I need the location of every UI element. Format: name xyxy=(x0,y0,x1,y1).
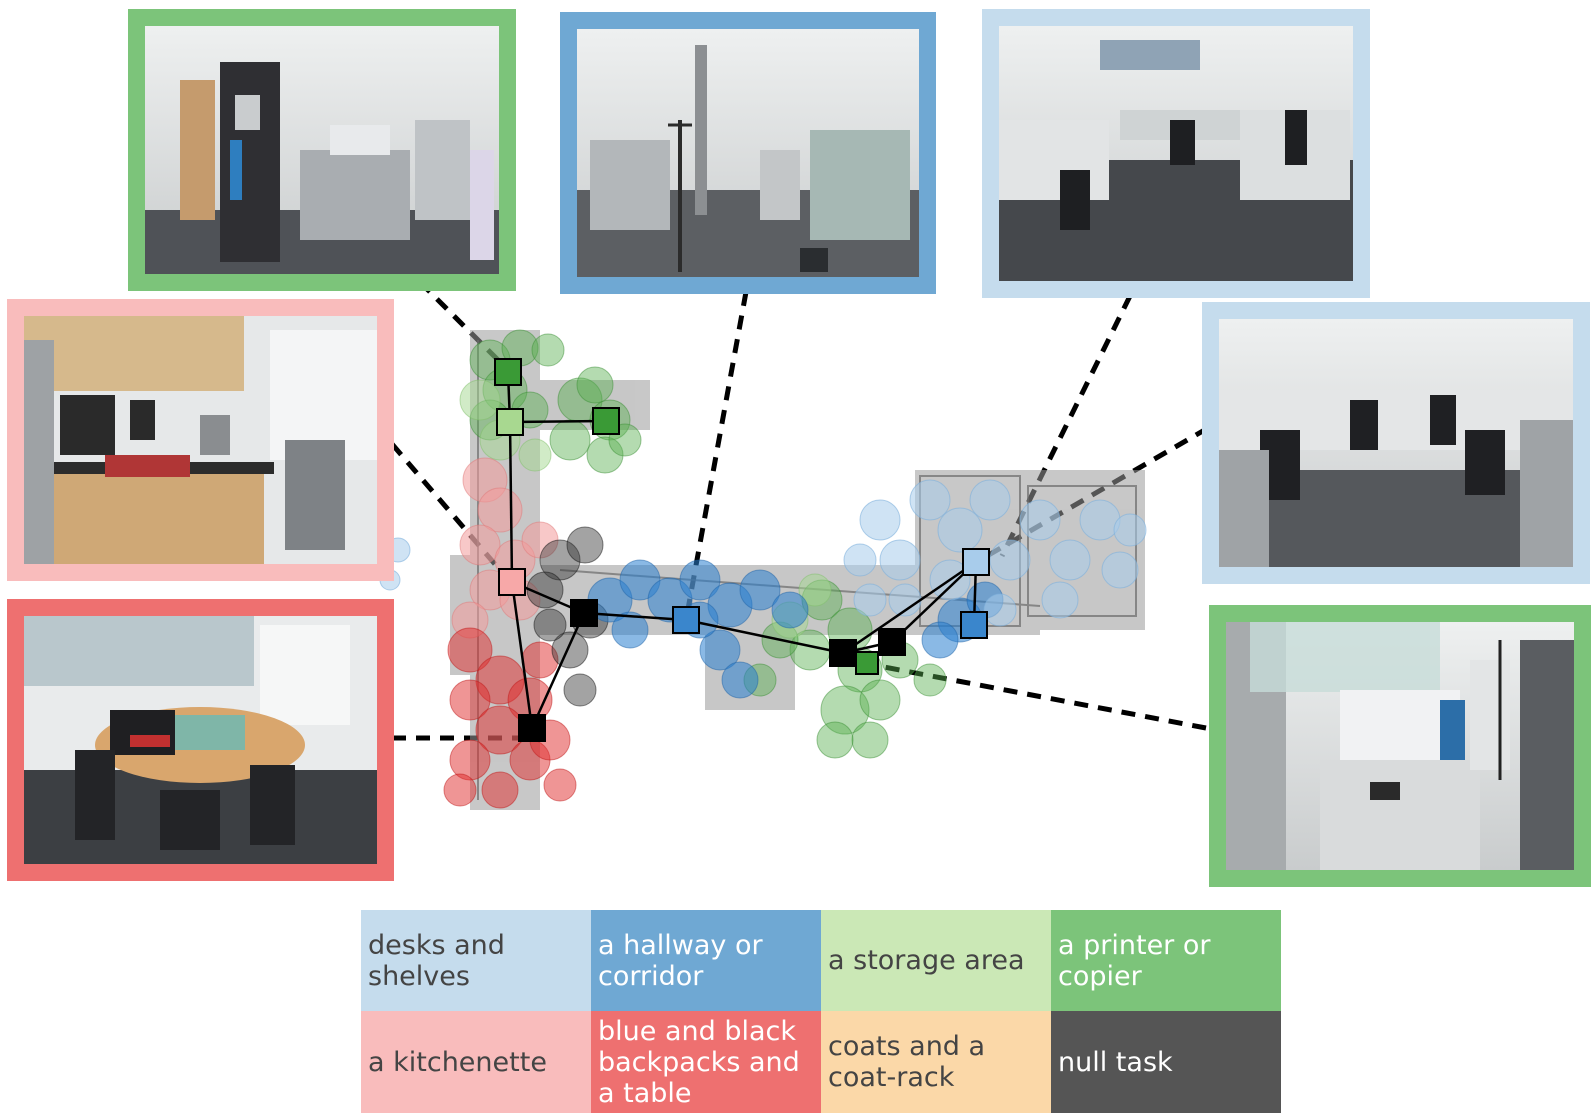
photo-copier xyxy=(1209,605,1591,887)
blobs-desks xyxy=(379,479,1147,627)
node-printer-2 xyxy=(592,407,620,435)
connector-copier xyxy=(867,661,1207,731)
legend-label: desks and shelves xyxy=(368,929,505,992)
point-cloud-map xyxy=(379,329,1147,810)
legend-label: blue and black backpacks and a table xyxy=(598,1015,800,1109)
blobs-null xyxy=(526,526,609,707)
node-printer-3 xyxy=(855,651,879,675)
node-hallway xyxy=(672,606,700,634)
legend-label: coats and a coat-rack xyxy=(828,1031,986,1093)
cubicle-desks-photo xyxy=(999,26,1353,281)
graph-nodes xyxy=(494,358,990,742)
legend-label: a hallway or corridor xyxy=(598,929,763,992)
photo-kitchenette xyxy=(7,299,394,581)
legend-coats-and-coat-rack: coats and a coat-rack xyxy=(821,1011,1051,1113)
legend-storage-area: a storage area xyxy=(821,910,1051,1011)
node-null-2 xyxy=(518,714,546,742)
legend-backpacks-and-table: blue and black backpacks and a table xyxy=(591,1011,821,1113)
legend-kitchenette: a kitchenette xyxy=(361,1011,591,1113)
legend-hallway-or-corridor: a hallway or corridor xyxy=(591,910,821,1011)
legend-desks-and-shelves: desks and shelves xyxy=(361,910,591,1011)
hallway-coat-rack-photo xyxy=(577,29,919,277)
node-null-3 xyxy=(829,639,857,667)
node-storage xyxy=(496,408,524,436)
legend-label: a kitchenette xyxy=(368,1046,547,1078)
table-backpacks-photo xyxy=(24,616,377,864)
node-hallway-2 xyxy=(960,611,988,639)
copier-photo xyxy=(1226,622,1574,870)
cubicle-desks-photo xyxy=(1219,319,1573,567)
robot-near-printer-photo xyxy=(145,26,499,274)
node-printer xyxy=(494,358,522,386)
photo-printer-robot xyxy=(128,9,516,291)
legend-null-task: null task xyxy=(1051,1011,1281,1113)
node-null xyxy=(570,599,598,627)
node-null-4 xyxy=(878,628,906,656)
photo-desks-right xyxy=(1202,302,1590,584)
photo-meeting-table xyxy=(7,599,394,881)
legend-table: desks and shelves a hallway or corridor … xyxy=(361,910,1281,1113)
node-desks xyxy=(962,548,990,576)
legend-printer-or-copier: a printer or copier xyxy=(1051,910,1281,1011)
kitchenette-sink-photo xyxy=(24,316,377,564)
legend-label: a storage area xyxy=(828,945,1025,976)
node-kitchen xyxy=(498,568,526,596)
photo-desks-top xyxy=(982,9,1370,298)
photo-hallway xyxy=(560,12,936,294)
blobs-hallway xyxy=(587,559,1004,699)
legend-label: a printer or copier xyxy=(1058,929,1211,992)
legend-label: null task xyxy=(1058,1046,1173,1078)
